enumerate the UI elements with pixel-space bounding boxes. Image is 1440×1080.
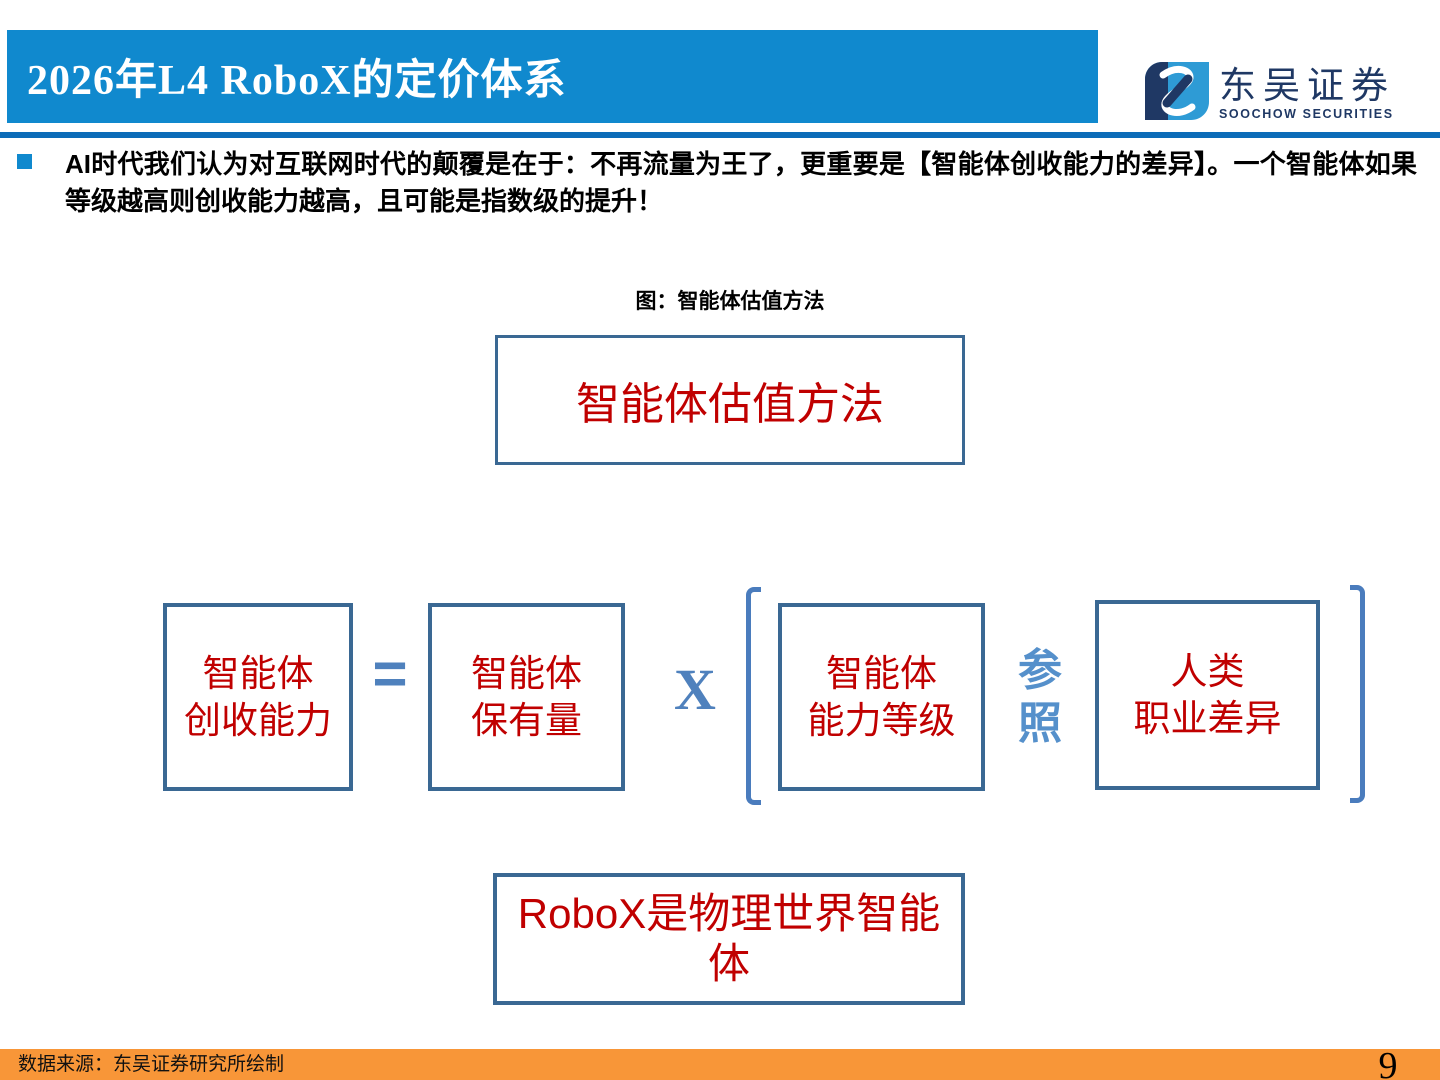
logo-name-en: SOOCHOW SECURITIES xyxy=(1219,106,1394,121)
left-bracket xyxy=(746,587,761,805)
soochow-logo-icon xyxy=(1145,62,1209,125)
header-bar: 2026年L4 RoboX的定价体系 xyxy=(7,30,1098,123)
capability-level-box: 智能体 能力等级 xyxy=(778,603,985,791)
result-line2: 创收能力 xyxy=(184,700,332,741)
figure-caption: 图：智能体估值方法 xyxy=(635,290,825,313)
reference-label: 参 照 xyxy=(1003,603,1077,791)
multiply-operator: X xyxy=(674,656,716,722)
reference-char1: 参 xyxy=(1018,646,1062,695)
human-occupation-line2: 职业差异 xyxy=(1133,698,1282,739)
method-box: 智能体估值方法 xyxy=(495,335,965,465)
result-line1: 智能体 xyxy=(202,653,314,694)
right-bracket xyxy=(1350,585,1365,803)
page-number: 9 xyxy=(1378,1045,1398,1080)
data-source-label: 数据来源：东吴证券研究所绘制 xyxy=(18,1054,285,1075)
installed-base-box: 智能体 保有量 xyxy=(428,603,625,791)
installed-base-line2: 保有量 xyxy=(471,700,582,741)
logo-text: 东吴证券 SOOCHOW SECURITIES xyxy=(1219,64,1395,122)
page-title: 2026年L4 RoboX的定价体系 xyxy=(27,58,567,104)
capability-level-line2: 能力等级 xyxy=(807,700,956,741)
result-box: 智能体 创收能力 xyxy=(163,603,353,791)
header-divider-line xyxy=(0,132,1440,138)
conclusion-box: RoboX是物理世界智能体 xyxy=(493,873,965,1005)
bullet-square-icon xyxy=(17,154,32,169)
reference-char2: 照 xyxy=(1018,699,1062,748)
method-box-label: 智能体估值方法 xyxy=(576,380,884,429)
capability-level-line1: 智能体 xyxy=(826,653,937,694)
bullet-paragraph: AI时代我们认为对互联网时代的颠覆是在于：不再流量为王了，更重要是【智能体创收能… xyxy=(65,149,1417,216)
human-occupation-line1: 人类 xyxy=(1170,651,1245,692)
footer-bar: 数据来源：东吴证券研究所绘制 xyxy=(0,1049,1440,1080)
equals-operator: = xyxy=(372,639,408,707)
company-logo: 东吴证券 SOOCHOW SECURITIES xyxy=(1145,62,1395,125)
human-occupation-box: 人类 职业差异 xyxy=(1095,600,1320,790)
installed-base-line1: 智能体 xyxy=(471,653,582,694)
conclusion-label: RoboX是物理世界智能体 xyxy=(517,890,941,987)
logo-name-cn: 东吴证券 xyxy=(1219,64,1395,106)
